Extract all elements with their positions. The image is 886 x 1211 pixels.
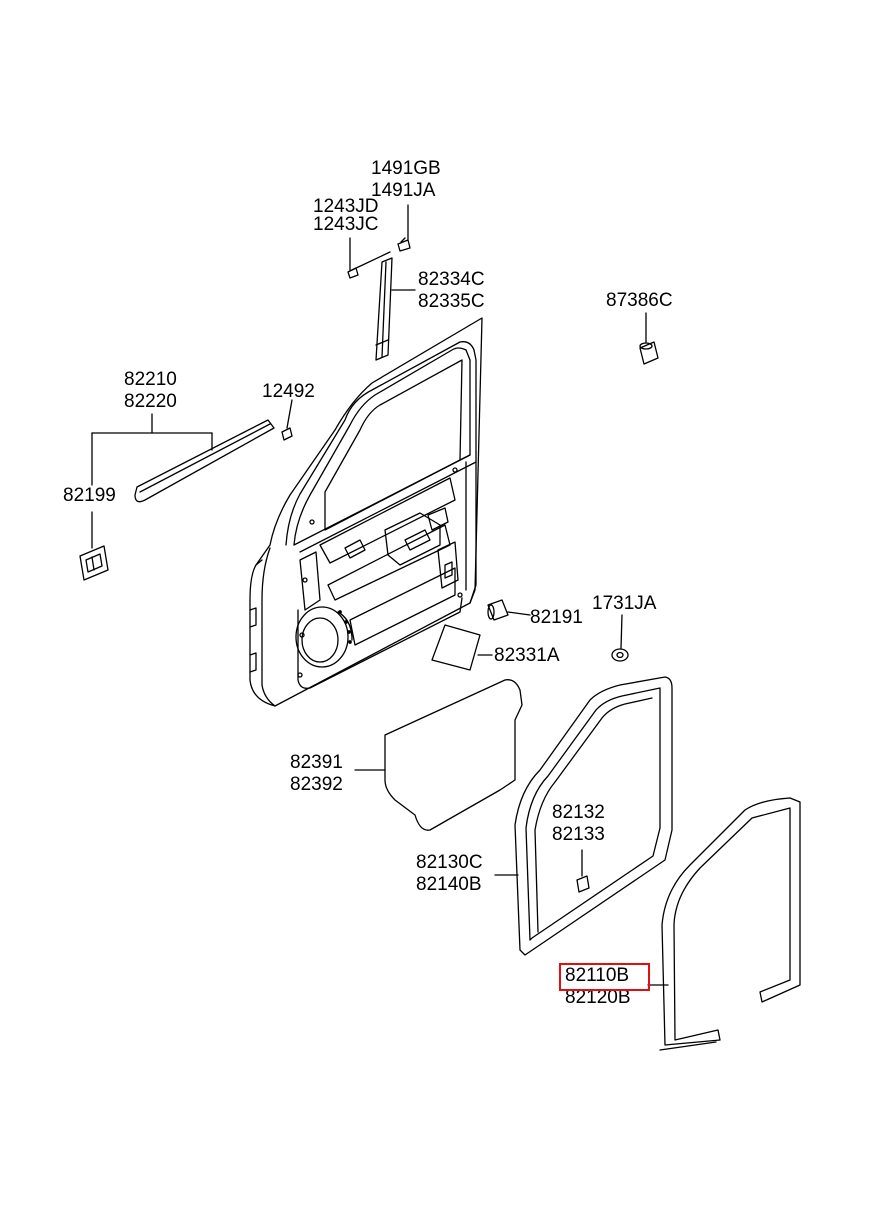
part-number: 12492 xyxy=(262,381,315,402)
part-number: 82132 xyxy=(552,802,605,823)
screw-12492 xyxy=(282,400,292,440)
plug-87386C xyxy=(640,313,658,364)
part-number: 1243JC xyxy=(313,214,379,235)
part-number: 87386C xyxy=(606,290,673,311)
belt-moulding-82210 xyxy=(135,420,274,502)
label-82191: 82191 xyxy=(530,607,583,629)
part-number: 82199 xyxy=(63,485,116,506)
label-1491: 1491GB 1491JA xyxy=(371,158,441,202)
part-number-highlighted: 82110B xyxy=(565,965,630,986)
screw-82132 xyxy=(577,850,589,892)
window-channel-82334C xyxy=(376,258,392,360)
pad-82331A xyxy=(432,625,492,670)
part-number: 82120B xyxy=(565,987,631,1008)
part-number: 82331A xyxy=(494,645,560,666)
part-number: 82210 xyxy=(124,369,177,390)
label-1243: 1243JD 1243JC xyxy=(313,196,379,235)
label-82210: 82210 82220 xyxy=(124,369,177,413)
weatherstrip-82130C xyxy=(495,677,672,955)
part-number: 1243JD xyxy=(313,196,379,217)
part-number: 1491JA xyxy=(371,180,436,201)
grommet-1731JA xyxy=(612,615,628,661)
screw-1243 xyxy=(348,252,390,278)
screw-1491 xyxy=(398,238,410,251)
plug-82191 xyxy=(488,600,530,620)
label-82334: 82334C 82335C xyxy=(418,269,485,313)
part-number: 82133 xyxy=(552,824,605,845)
door-shell xyxy=(250,318,482,706)
label-87386: 87386C xyxy=(606,290,673,312)
sealing-cover-82391 xyxy=(355,680,522,830)
part-number: 1731JA xyxy=(592,593,657,614)
part-number: 82391 xyxy=(290,752,343,773)
part-number: 82130C xyxy=(416,852,483,873)
part-number: 82191 xyxy=(530,607,583,628)
label-82110: 82110B 82120B xyxy=(565,965,631,1009)
part-number: 82392 xyxy=(290,774,343,795)
leader-lines xyxy=(92,205,415,485)
part-number: 82140B xyxy=(416,874,482,895)
label-82199: 82199 xyxy=(63,485,116,507)
clip-82199 xyxy=(80,512,108,580)
label-82132: 82132 82133 xyxy=(552,802,605,846)
part-number: 82334C xyxy=(418,269,485,290)
label-1731: 1731JA xyxy=(592,593,656,615)
label-82391: 82391 82392 xyxy=(290,752,343,796)
part-number: 82220 xyxy=(124,391,177,412)
part-number: 82335C xyxy=(418,291,485,312)
part-number: 1491GB xyxy=(371,158,441,179)
label-82130: 82130C 82140B xyxy=(416,852,483,896)
label-82331: 82331A xyxy=(494,645,560,667)
label-12492: 12492 xyxy=(262,381,315,403)
weatherstrip-82110B xyxy=(648,798,800,1050)
